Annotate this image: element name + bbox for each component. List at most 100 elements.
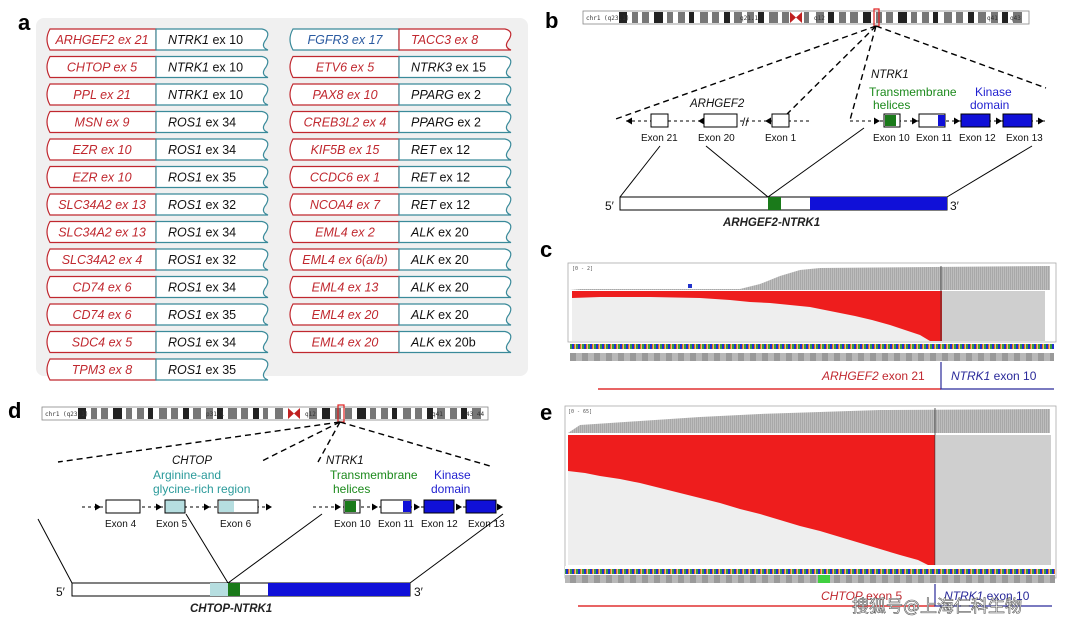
five-prime-partner: SLC34A2 ex 13 [58,198,146,212]
chromosome-band [263,408,268,419]
three-prime-partner: ROS1 ex 34 [168,281,236,295]
fusion-three-prime-tag [155,330,269,354]
chromosome-band [747,12,754,23]
five-prime-partner: KIF5B ex 15 [311,143,380,157]
tm-segment [228,583,240,596]
direction-arrow [698,117,704,125]
panel-label-b: b [545,8,558,33]
tm-label: Transmembrane [869,85,957,99]
three-prime-partner: RET ex 12 [411,143,470,157]
five-prime-partner: EML4 ex 2 [315,226,375,240]
band-label: q12 [305,411,316,418]
chromosome-band [437,408,445,419]
mapping-line [37,518,73,584]
chromosome-band [667,12,673,23]
chromosome-band [944,12,952,23]
chromosome-band [101,408,108,419]
chromosome-band [850,12,858,23]
zoom-line [849,25,877,121]
five-prime-partner: EML4 ex 20 [312,308,379,322]
tm-fill [885,115,896,126]
three-prime-partner: RET ex 12 [411,171,470,185]
zoom-line [875,25,1047,89]
five-prime-partner: CD74 ex 6 [72,308,131,322]
panel-c-igv-view: [0 - 2] ARHGEF2 exon 21 NTRK1 exon 10 [567,262,1057,390]
mapping-line [705,145,769,198]
exon-label-arhgef2: ARHGEF2 exon 21 [821,369,925,383]
band-label: q43 [1010,15,1021,22]
amino-acid-track [565,575,1055,583]
mapping-line [185,513,229,584]
reference-sequence [565,566,1055,575]
ar-segment [210,583,228,596]
chromosome-band [345,408,352,419]
exon-box [771,113,790,128]
five-prime-partner: EML4 ex 6(a/b) [302,253,387,267]
band-label: q12 [814,15,825,22]
three-prime-partner: ROS1 ex 34 [168,226,236,240]
chromosome-band [427,408,433,419]
chromosome-band [632,12,638,23]
three-prime-partner: ROS1 ex 35 [168,171,236,185]
direction-arrow [765,117,771,125]
direction-arrow [954,117,960,125]
mapping-line [767,127,865,198]
chromosome-band [782,12,789,23]
fusion-three-prime-tag [155,220,269,244]
fusion-row: KIF5B ex 15 RET ex 12 [289,138,512,161]
mapping-line [946,145,1033,198]
fusion-row: EML4 ex 20 ALK ex 20b [289,330,512,354]
exon-box [105,499,141,514]
kinase-segment [810,197,947,210]
direction-arrow [95,503,101,511]
ar-region-fill [219,501,234,512]
chromosome-band [275,408,283,419]
three-prime-partner: NTRK1 ex 10 [168,33,243,47]
three-prime-partner: PPARG ex 2 [411,116,481,130]
direction-arrow [372,503,378,511]
chromosome-band [206,408,213,419]
fusion-three-prime-tag [398,330,512,354]
chromosome-band [415,408,422,419]
exon-label: Exon 11 [378,519,414,530]
chromosome-band [863,12,871,23]
chromosome-band [137,408,144,419]
fusion-five-prime-tag [289,165,400,189]
fusion-five-prime-tag [46,220,157,244]
zoom-line [57,421,341,463]
fusion-three-prime-tag [398,165,512,189]
chromosome-band [933,12,938,23]
fusion-five-prime-tag [289,193,400,216]
fusion-three-prime-tag [155,193,269,216]
chromosome-label: chr1 (q23.1) [586,15,629,22]
chromosome-band [886,12,893,23]
three-prime-partner: RET ex 12 [411,198,470,212]
kinase-label: Kinase [975,85,1012,99]
three-prime-partner: ROS1 ex 34 [168,143,236,157]
fusion-five-prime-tag [46,110,157,134]
exon-label: Exon 12 [959,133,996,144]
coverage-scale: [0 - 2] [572,266,593,272]
five-prime-partner: EML4 ex 20 [312,336,379,350]
chromosome-band [450,408,457,419]
fusion-five-prime-tag [289,83,400,106]
panel-b-diagram: chr1 (q23.1) q12 q21.1 q41 q43 ARHGEF2 /… [582,8,1047,229]
chromosome-band [678,12,685,23]
chromosome-band [968,12,974,23]
direction-arrow [266,503,272,511]
fusion-three-prime-tag [155,83,269,106]
fusion-three-prime-tag [398,55,512,79]
three-prime-partner: ALK ex 20b [410,336,476,350]
three-prime-partner: PPARG ex 2 [411,88,481,102]
panel-label-c: c [540,237,552,262]
fusion-five-prime-tag [46,303,157,326]
three-prime-partner: NTRK1 ex 10 [168,61,243,75]
chromosome-band [403,408,411,419]
fusion-three-prime-tag [398,83,512,106]
